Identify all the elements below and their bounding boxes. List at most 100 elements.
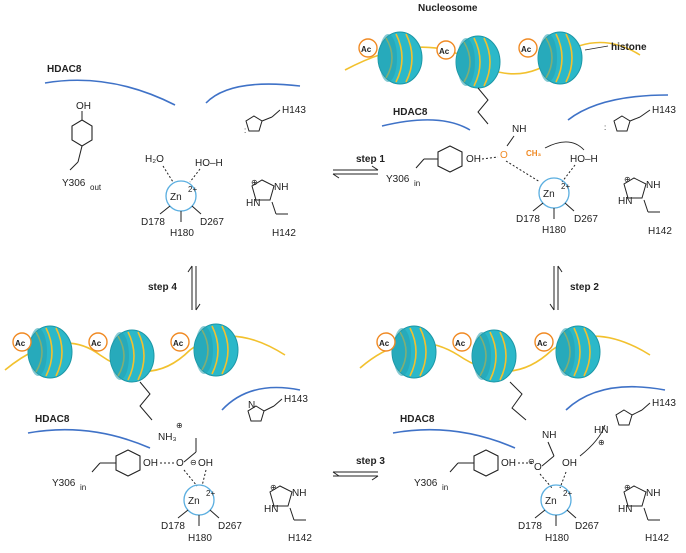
hydroxyl-label: OH bbox=[76, 101, 91, 112]
oh-label: OH bbox=[198, 458, 213, 469]
enzyme-surface-line bbox=[44, 79, 176, 106]
nh-label: NH bbox=[646, 180, 660, 191]
n-label: N bbox=[248, 400, 255, 411]
n-lone-pair-label: : bbox=[604, 123, 606, 132]
step-2-label: step 2 bbox=[570, 282, 599, 293]
step-2-arrow: step 2 bbox=[549, 265, 599, 311]
zinc-site: Zn 2+ D178 H180 D267 bbox=[518, 484, 599, 544]
tyrosine-residue: OH Y306 in bbox=[414, 449, 532, 492]
step-4-arrow: step 4 bbox=[148, 265, 201, 311]
enzyme-surface-line bbox=[567, 94, 669, 121]
enzyme-label: HDAC8 bbox=[400, 414, 435, 425]
nh-label: NH bbox=[512, 124, 526, 135]
enzyme-label: HDAC8 bbox=[47, 64, 82, 75]
water-label: H₂O bbox=[145, 154, 164, 165]
nucleosome-unit bbox=[27, 325, 73, 379]
y306-sub-label: in bbox=[414, 179, 420, 188]
hydroxyl-label: OH bbox=[143, 458, 158, 469]
h143-residue: HN ⊕ H143 bbox=[594, 398, 676, 447]
lysine-chain bbox=[139, 381, 153, 421]
d267-label: D267 bbox=[200, 217, 224, 228]
minus-label: ⊖ bbox=[190, 458, 197, 467]
nucleosome-unit bbox=[193, 323, 239, 377]
h142-label: H142 bbox=[645, 533, 669, 544]
plus-label: ⊕ bbox=[624, 483, 631, 492]
h180-label: H180 bbox=[542, 225, 566, 236]
zinc-charge-label: 2+ bbox=[206, 489, 215, 498]
hn-label: HN bbox=[618, 196, 632, 207]
acetyl-label: Ac bbox=[455, 339, 466, 348]
enzyme-surface-line bbox=[565, 385, 666, 411]
zinc-charge-label: 2+ bbox=[188, 185, 197, 194]
hn-label: HN bbox=[264, 504, 278, 515]
y306-sub-label: in bbox=[442, 483, 448, 492]
h143-residue: : H143 bbox=[604, 105, 676, 132]
nh-label: NH bbox=[542, 430, 556, 441]
enzyme-surface-line bbox=[392, 428, 516, 449]
acetyl-group bbox=[436, 40, 456, 60]
y306-label: Y306 bbox=[52, 478, 76, 489]
h142-label: H142 bbox=[288, 533, 312, 544]
d178-label: D178 bbox=[161, 521, 185, 532]
step-4-label: step 4 bbox=[148, 282, 177, 293]
y306-sub-label: out bbox=[90, 183, 102, 192]
plus-label: ⊕ bbox=[251, 178, 258, 187]
h142-label: H142 bbox=[272, 228, 296, 239]
zinc-site: H₂O HO–H Zn 2+ D178 H180 D267 bbox=[141, 154, 224, 239]
acetyl-label: Ac bbox=[361, 45, 372, 54]
h142-residue: ⊕ NH HN H142 bbox=[246, 178, 296, 239]
acetyl-label: Ac bbox=[15, 339, 26, 348]
acetate-product: O ⊖ OH bbox=[176, 438, 213, 487]
tetrahedral-intermediate: O ⊖ OH bbox=[528, 424, 606, 489]
zinc-site: Zn 2+ D178 H180 D267 bbox=[161, 484, 242, 544]
zinc-label: Zn bbox=[545, 496, 557, 507]
acetyl-group bbox=[12, 332, 32, 352]
d267-label: D267 bbox=[574, 214, 598, 225]
acetyl-label: Ac bbox=[439, 47, 450, 56]
amine-label: NH₃ bbox=[158, 432, 177, 443]
lysine-chain bbox=[477, 87, 489, 125]
step-1-arrow: step 1 bbox=[332, 154, 385, 179]
enzyme-surface-line bbox=[205, 83, 301, 104]
h143-label: H143 bbox=[652, 398, 676, 409]
hydroxyl-water-label: HO–H bbox=[195, 158, 223, 169]
d267-label: D267 bbox=[575, 521, 599, 532]
panel-bottom-left: Ac Ac Ac ⊕ NH₃ HDAC8 OH Y306 in O ⊖ OH bbox=[4, 323, 312, 544]
h142-residue: ⊕ NH HN H142 bbox=[264, 483, 312, 544]
diagram-title: Nucleosome bbox=[418, 3, 478, 14]
h180-label: H180 bbox=[545, 533, 569, 544]
h143-label: H143 bbox=[282, 105, 306, 116]
y306-label: Y306 bbox=[414, 478, 438, 489]
zinc-charge-label: 2+ bbox=[561, 182, 570, 191]
h142-label: H142 bbox=[648, 226, 672, 237]
nh-label: NH bbox=[292, 488, 306, 499]
h143-residue: N H143 bbox=[247, 394, 308, 422]
tyrosine-residue: OH Y306 in bbox=[386, 145, 499, 188]
acetyl-group bbox=[170, 332, 190, 352]
h143-residue: : H143 bbox=[244, 105, 306, 135]
y306-label: Y306 bbox=[62, 178, 86, 189]
hn-label: HN bbox=[246, 198, 260, 209]
carbonyl-o-label: O bbox=[500, 150, 508, 161]
hn-label: HN bbox=[618, 504, 632, 515]
h142-residue: ⊕ NH HN H142 bbox=[618, 483, 669, 544]
y306-sub-label: in bbox=[80, 483, 86, 492]
oh-label: OH bbox=[562, 458, 577, 469]
tyrosine-residue: OH Y306 out bbox=[62, 101, 102, 192]
n-lone-pair-label: : bbox=[244, 126, 246, 135]
nucleosome-unit bbox=[471, 329, 517, 383]
hydroxyl-label: OH bbox=[501, 458, 516, 469]
lysine-chain bbox=[509, 381, 527, 421]
step-3-label: step 3 bbox=[356, 456, 385, 467]
step-1-label: step 1 bbox=[356, 154, 385, 165]
zinc-label: Zn bbox=[188, 496, 200, 507]
acetyl-group bbox=[376, 332, 396, 352]
nucleosome-unit bbox=[377, 31, 423, 85]
nucleosome-unit bbox=[109, 329, 155, 383]
hydroxyl-label: OH bbox=[466, 154, 481, 165]
o-label: O bbox=[176, 458, 184, 469]
panel-top-left: HDAC8 OH Y306 out H₂O HO–H Zn 2+ D178 H1… bbox=[44, 64, 306, 239]
plus-label: ⊕ bbox=[270, 483, 277, 492]
